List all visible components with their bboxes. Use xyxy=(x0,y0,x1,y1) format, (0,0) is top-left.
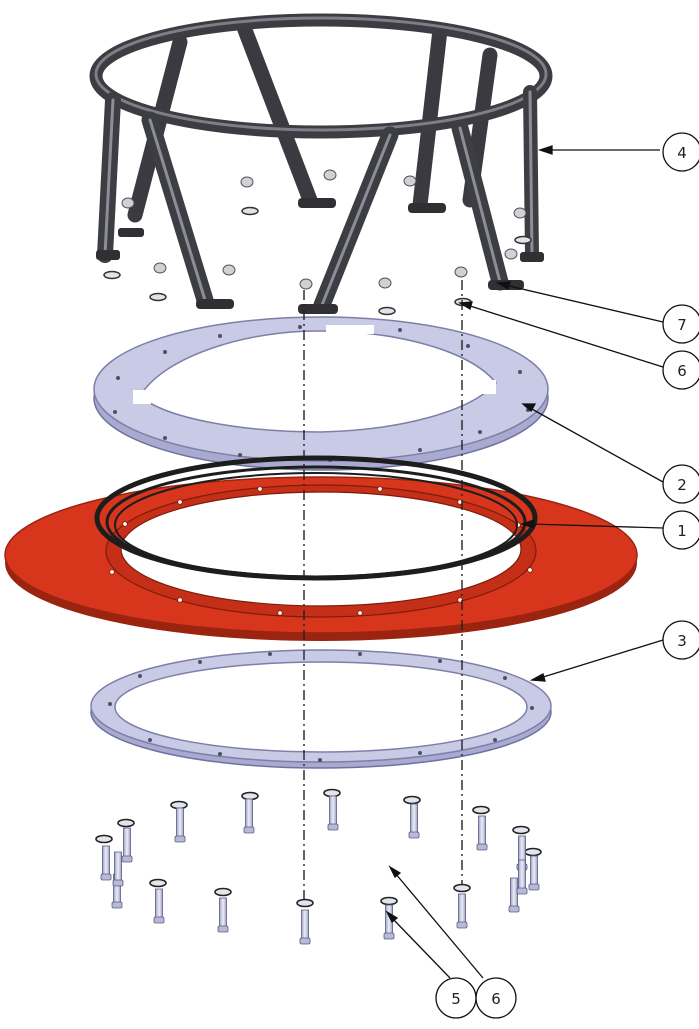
svg-text:6: 6 xyxy=(677,362,687,380)
callout-6-top: 6 xyxy=(662,350,699,390)
callout-5: 5 xyxy=(435,977,477,1019)
callout-balloons: 4 7 6 2 1 3 5 6 xyxy=(435,132,699,1019)
bolt xyxy=(528,855,540,891)
svg-text:6: 6 xyxy=(491,990,501,1008)
bolt xyxy=(100,845,112,881)
bolt xyxy=(217,897,229,933)
bolt xyxy=(121,827,133,863)
bolts-part-5 xyxy=(100,795,540,945)
top-washers-part-6 xyxy=(103,206,532,316)
leader-lines xyxy=(385,145,664,979)
svg-text:7: 7 xyxy=(677,316,687,334)
callout-2: 2 xyxy=(662,464,699,504)
bolt xyxy=(153,888,165,924)
bolt xyxy=(174,807,186,843)
lower-clamp-ring-part-3 xyxy=(90,649,552,769)
callout-4: 4 xyxy=(662,132,699,172)
gasket-bolt-holes xyxy=(109,486,533,616)
callout-7: 7 xyxy=(662,304,699,344)
svg-text:5: 5 xyxy=(451,990,461,1008)
tubular-frame-part-4 xyxy=(89,13,553,314)
bolt xyxy=(516,859,528,895)
svg-text:3: 3 xyxy=(677,632,687,650)
bolt xyxy=(243,798,255,834)
gasket-part-1 xyxy=(4,476,638,641)
bolt xyxy=(456,893,468,929)
bolt xyxy=(508,877,520,913)
bolt xyxy=(327,795,339,831)
callout-1: 1 xyxy=(662,510,699,550)
bolt xyxy=(383,904,395,940)
bolt xyxy=(408,803,420,839)
frame-feet xyxy=(96,198,544,314)
callout-3: 3 xyxy=(662,620,699,660)
callout-6-bottom: 6 xyxy=(475,977,517,1019)
assembly-axis-lines xyxy=(303,280,463,940)
o-ring-seal xyxy=(94,455,538,581)
top-nuts-part-7 xyxy=(121,169,527,290)
upper-clamp-plate-part-2 xyxy=(93,316,549,471)
bolt xyxy=(299,909,311,945)
svg-text:1: 1 xyxy=(677,522,687,540)
svg-text:4: 4 xyxy=(677,144,687,162)
svg-text:2: 2 xyxy=(677,476,687,494)
ring-3-bolt-holes xyxy=(108,652,534,762)
bolt xyxy=(112,851,124,887)
bolt xyxy=(476,815,488,851)
